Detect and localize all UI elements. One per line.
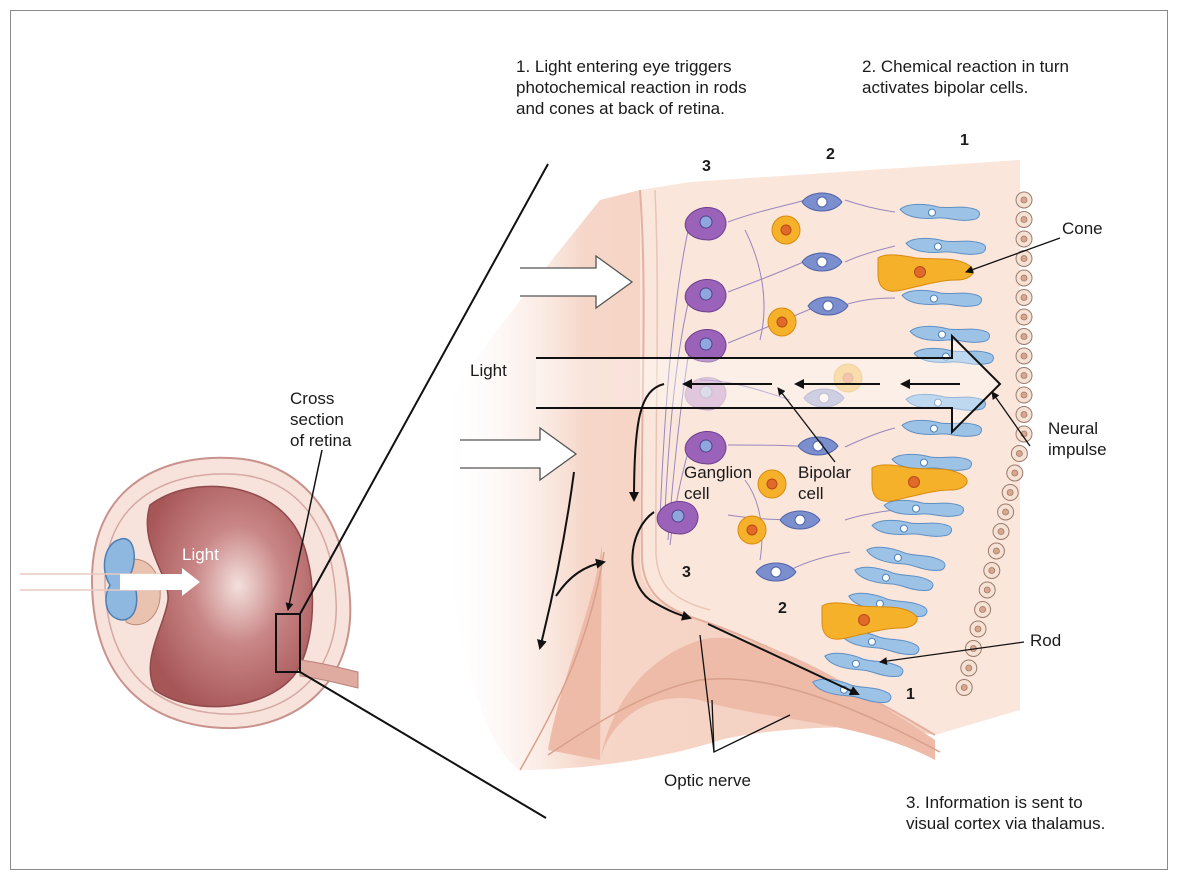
pigment-epithelium-cell	[1015, 191, 1033, 209]
pigment-epithelium-cell	[1015, 406, 1033, 423]
amacrine-cell	[771, 215, 801, 245]
pigment-epithelium-cell	[997, 503, 1015, 521]
pigment-epithelium-cell	[1015, 386, 1033, 404]
optic-nerve-label: Optic nerve	[664, 771, 751, 790]
cone-label: Cone	[1062, 219, 1103, 238]
zoom-line-bottom	[299, 671, 547, 819]
rod-label: Rod	[1030, 631, 1062, 650]
step-1-text: 1. Light entering eye triggers photochem…	[516, 57, 747, 118]
pigment-epithelium-cell	[983, 562, 1001, 579]
layer-number-top-2: 2	[826, 146, 835, 163]
zoom-line-top	[299, 163, 549, 615]
pigment-epithelium-cell	[969, 620, 987, 638]
eyeball-illustration	[20, 456, 359, 730]
pigment-epithelium-cell	[955, 679, 973, 696]
pigment-epithelium-cell	[1015, 269, 1033, 287]
layer-number-top-3: 3	[702, 158, 711, 175]
pigment-epithelium-cell	[987, 542, 1005, 560]
pigment-epithelium-cell	[1010, 445, 1028, 462]
pigment-epithelium-cell	[978, 581, 996, 599]
figure-frame	[10, 10, 1168, 870]
pigment-epithelium-cell	[1015, 289, 1033, 306]
ganglion-cell	[684, 206, 727, 241]
pigment-epithelium-cell	[1015, 211, 1033, 228]
pigment-epithelium-cell	[974, 601, 992, 618]
step-3-text: 3. Information is sent to visual cortex …	[906, 793, 1106, 833]
pigment-epithelium-cell	[1006, 464, 1024, 482]
ganglion-cell	[656, 500, 699, 535]
amacrine-cell	[757, 469, 787, 499]
layer-number-bottom-2: 2	[778, 600, 787, 617]
step-2-text: 2. Chemical reaction in turn activates b…	[862, 57, 1069, 97]
layer-number-top-1: 1	[960, 132, 969, 149]
layer-number-bottom-3: 3	[682, 564, 691, 581]
pigment-epithelium-cell	[1015, 230, 1033, 248]
layer-number-bottom-1: 1	[906, 686, 915, 703]
pigment-epithelium-cell	[1001, 484, 1019, 501]
pigment-epithelium-cell	[1015, 308, 1033, 326]
label-pointers	[699, 237, 1061, 754]
amacrine-cell	[737, 515, 767, 545]
pigment-epithelium-cell	[1015, 347, 1033, 365]
bipolar-cell-label: Bipolar cell	[798, 463, 851, 503]
neural-impulse-arrows	[537, 379, 960, 696]
amacrine-cell	[767, 307, 797, 337]
ganglion-cell-label: Ganglion cell	[684, 463, 753, 503]
neural-impulse-label: Neural impulse	[1048, 419, 1107, 459]
pigment-epithelium-cell	[1015, 328, 1033, 345]
pigment-epithelium-cell	[992, 523, 1010, 540]
pigment-epithelium-cell	[960, 659, 978, 677]
cross-section-label: Cross section of retina	[290, 389, 352, 450]
cross-section-pointer	[285, 449, 323, 611]
ganglion-cell	[684, 430, 727, 465]
cross-section-box	[275, 613, 301, 673]
retina-light-label: Light	[470, 361, 507, 380]
pigment-epithelium-cell	[1015, 367, 1033, 384]
eye-light-label: Light	[182, 545, 219, 564]
ganglion-cell	[684, 278, 727, 313]
